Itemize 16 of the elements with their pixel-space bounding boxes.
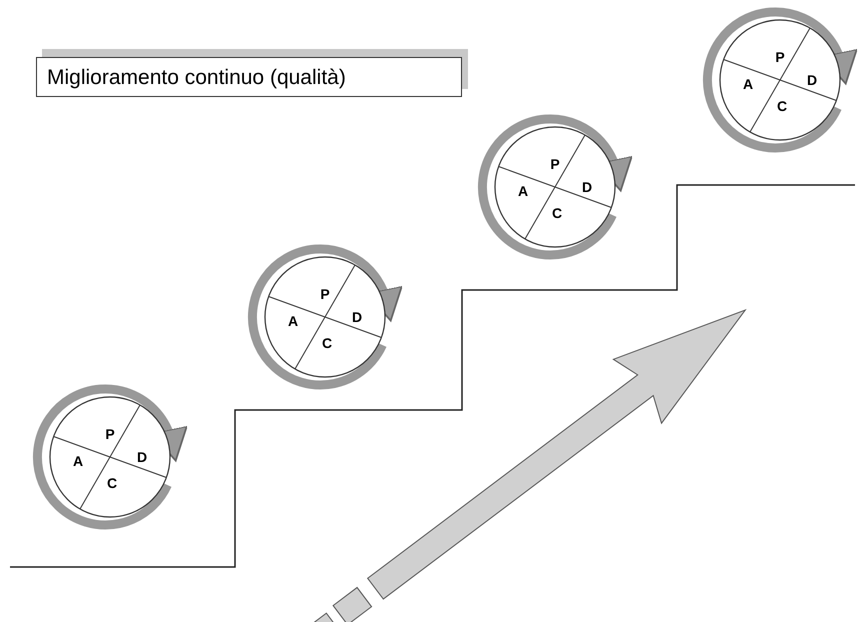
quadrant-letter: D [806, 73, 818, 87]
quadrant-letter: A [72, 454, 84, 468]
quadrant-letter: P [775, 50, 785, 64]
quadrant-letter: P [320, 287, 330, 301]
quadrant-letter: D [136, 450, 148, 464]
quadrant-letter: A [742, 77, 754, 91]
quadrant-letter: C [776, 99, 788, 113]
quadrant-letter: D [352, 310, 362, 324]
quadrant-letter: A [288, 314, 298, 328]
quadrant-letter: D [582, 180, 592, 194]
quadrant-letter: C [322, 336, 332, 350]
quadrant-letter: P [105, 427, 115, 441]
quadrant-letter: A [518, 184, 528, 198]
quadrant-letter: C [552, 206, 562, 220]
quadrant-letter: C [106, 476, 118, 490]
quadrant-letter: P [550, 157, 560, 171]
